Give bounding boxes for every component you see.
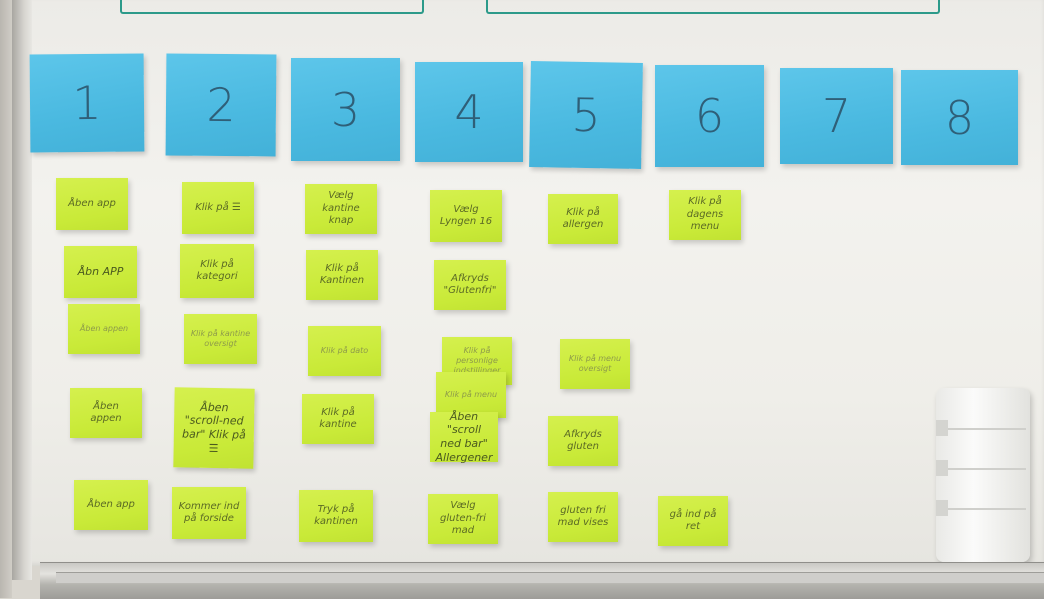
green-note-r1-c4: Vælg Lyngen 16 — [430, 190, 502, 242]
green-note-r1-c6: Klik på dagens menu — [669, 190, 741, 240]
green-note-r1-c5: Klik på allergen — [548, 194, 618, 244]
green-note-r4-c5: Afkryds gluten — [548, 416, 618, 466]
green-note-r1-c1: Åben app — [56, 178, 128, 230]
wall-left — [0, 0, 12, 598]
green-note-r3-c5: Klik på menu oversigt — [560, 339, 630, 389]
green-note-r2-c1: Åbn APP — [64, 246, 137, 298]
board-drawing-top-left — [120, 0, 424, 14]
blue-note-8: 8 — [901, 70, 1018, 165]
green-note-r2-c3: Klik på Kantinen — [306, 250, 378, 300]
green-note-r5-c6: gå ind på ret — [658, 496, 728, 546]
green-note-r5-c1: Åben app — [74, 480, 148, 530]
green-note-r3-c1: Åben appen — [68, 304, 140, 354]
green-note-r3-c4b: Klik på menu — [436, 372, 506, 418]
blue-note-6: 6 — [655, 65, 764, 167]
blue-note-4: 4 — [415, 62, 523, 162]
blue-note-1: 1 — [29, 53, 145, 153]
blue-note-5: 5 — [529, 61, 643, 169]
green-note-r2-c4: Afkryds "Glutenfri" — [434, 260, 506, 310]
blue-note-7: 7 — [780, 68, 893, 164]
green-note-r4-c4: Åben "scroll ned bar" Allergener — [430, 410, 498, 464]
green-note-r5-c5: gluten fri mad vises — [548, 492, 618, 542]
green-note-r4-c3: Klik på kantine — [302, 394, 374, 444]
green-note-r3-c2: Klik på kantine oversigt — [184, 314, 257, 364]
board-drawing-top-right — [486, 0, 940, 14]
green-note-r4-c1: Åben appen — [70, 388, 142, 438]
green-note-r1-c2: Klik på ☰ — [182, 182, 254, 234]
blue-note-3: 3 — [291, 58, 400, 161]
green-note-r5-c2: Kommer ind på forside — [172, 487, 246, 539]
green-note-r4-c2: Åben "scroll-ned bar" Klik på ☰ — [173, 387, 255, 469]
green-note-r2-c2: Klik på kategori — [180, 244, 254, 298]
marker-tray-lip — [56, 572, 1044, 583]
green-note-r1-c3: Vælg kantine knap — [305, 184, 377, 234]
whiteboard-frame-left — [12, 0, 32, 580]
green-note-r3-c3: Klik på dato — [308, 326, 381, 376]
blue-note-2: 2 — [165, 53, 277, 157]
green-note-r5-c4: Vælg gluten-fri mad — [428, 494, 498, 544]
magnet-holder — [936, 388, 1030, 562]
green-note-r5-c3: Tryk på kantinen — [299, 490, 373, 542]
